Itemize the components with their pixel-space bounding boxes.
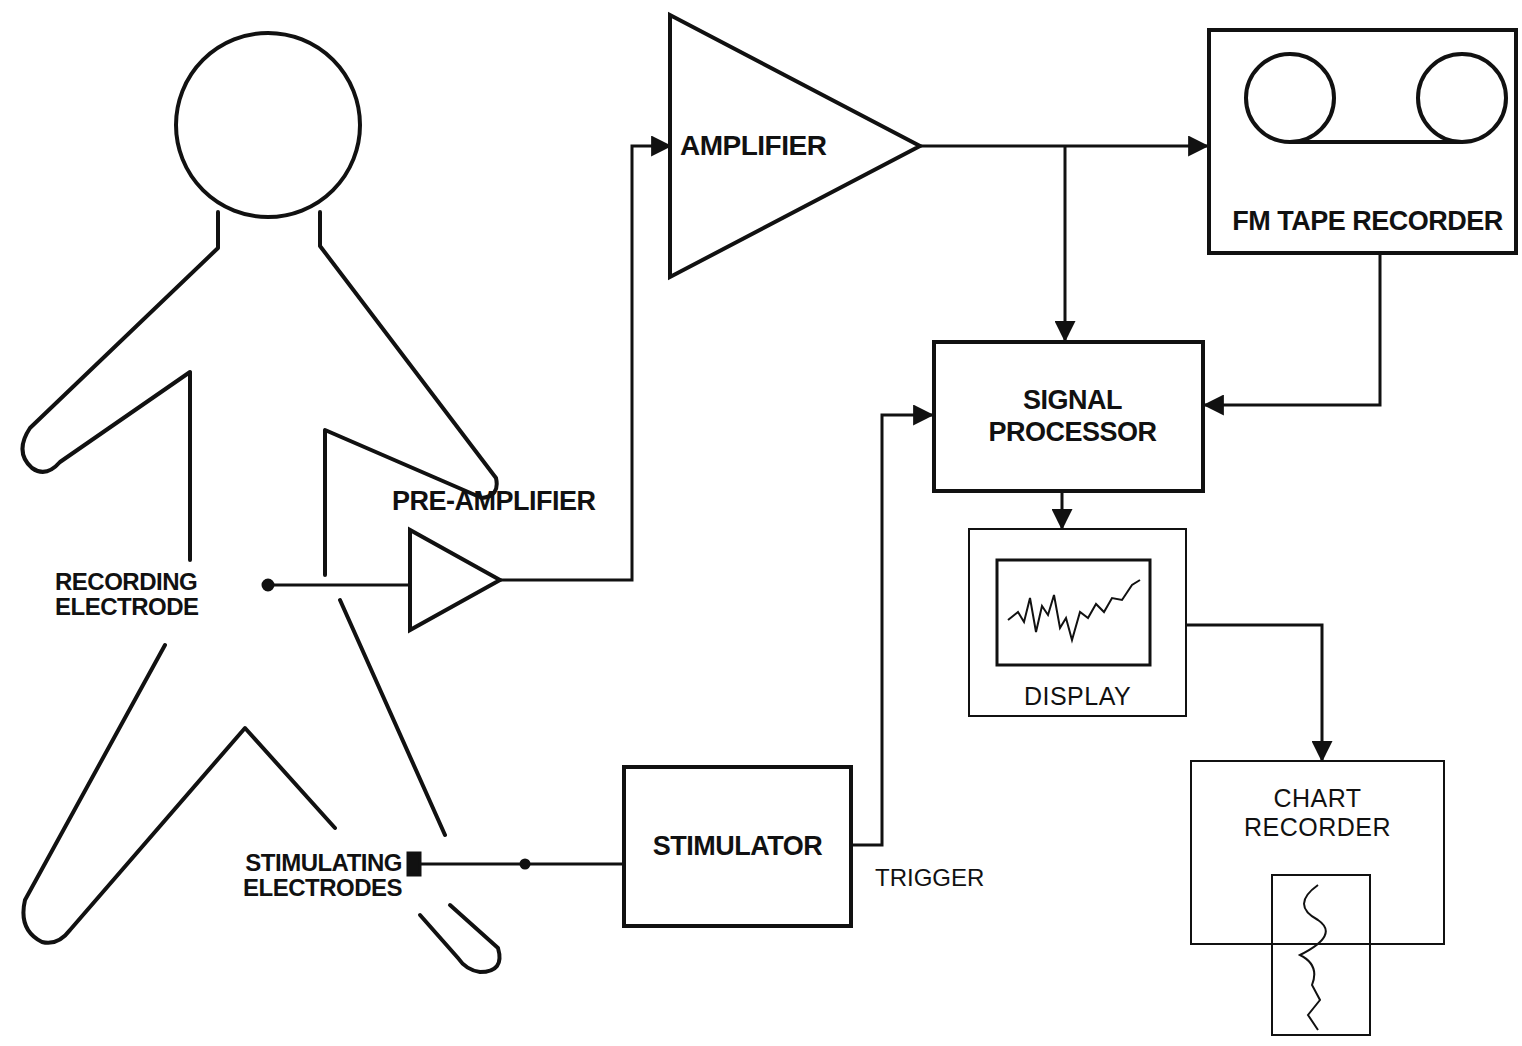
reel	[1418, 54, 1506, 142]
figure-head	[176, 33, 360, 217]
trigger-label: TRIGGER	[872, 864, 987, 892]
signal-wire	[853, 415, 932, 845]
recording-wire	[268, 584, 412, 587]
tape	[1290, 140, 1462, 144]
display-box: DISPLAY	[968, 528, 1187, 717]
amplifier-triangle: AMPLIFIER	[670, 15, 920, 277]
reel	[1246, 54, 1334, 142]
signal-processor-box: SIGNAL PROCESSOR	[932, 340, 1205, 493]
screen	[997, 560, 1150, 665]
recording-electrode-label: RECORDING ELECTRODE	[55, 569, 260, 619]
wire-dot	[521, 860, 529, 868]
node-label: SIGNAL PROCESSOR	[958, 385, 1188, 447]
triangle	[410, 530, 500, 630]
node-label: DISPLAY	[1024, 682, 1131, 711]
paper-strip	[1272, 875, 1370, 1035]
display-screen	[997, 560, 1150, 665]
triangle	[670, 15, 920, 277]
chart-recorder-box: CHART RECORDER	[1190, 760, 1445, 945]
trace	[1008, 580, 1140, 640]
pre-amplifier-triangle: PRE-AMPLIFIER	[410, 530, 500, 630]
signal-wire	[1187, 625, 1322, 760]
stimulating-electrode-pad	[408, 853, 420, 875]
stimulating-wire	[415, 863, 622, 866]
stimulator-box: STIMULATOR	[622, 765, 853, 928]
chart-paper	[1272, 875, 1370, 1035]
electrode-wires	[263, 580, 622, 875]
tape-recorder-box: FM TAPE RECORDER	[1207, 28, 1518, 255]
node-label: FM TAPE RECORDER	[1232, 206, 1503, 237]
node-label: AMPLIFIER	[680, 130, 826, 162]
figure-right-leg	[340, 600, 445, 835]
signal-wire	[1064, 146, 1067, 340]
signal-wire	[1205, 255, 1380, 405]
node-label: CHART RECORDER	[1213, 784, 1423, 842]
tape-reels	[1246, 54, 1506, 142]
signal-wire	[1061, 493, 1064, 528]
figure-right-foot	[420, 905, 500, 972]
triangle-outline	[410, 530, 500, 630]
chart-trace	[1300, 885, 1326, 1030]
node-label: STIMULATOR	[653, 831, 823, 862]
node-label: PRE-AMPLIFIER	[392, 486, 596, 517]
recording-electrode-dot	[263, 580, 273, 590]
figure-right-side	[320, 212, 497, 575]
stimulating-electrodes-label: STIMULATING ELECTRODES	[150, 850, 402, 900]
figure-left-side	[22, 212, 218, 560]
